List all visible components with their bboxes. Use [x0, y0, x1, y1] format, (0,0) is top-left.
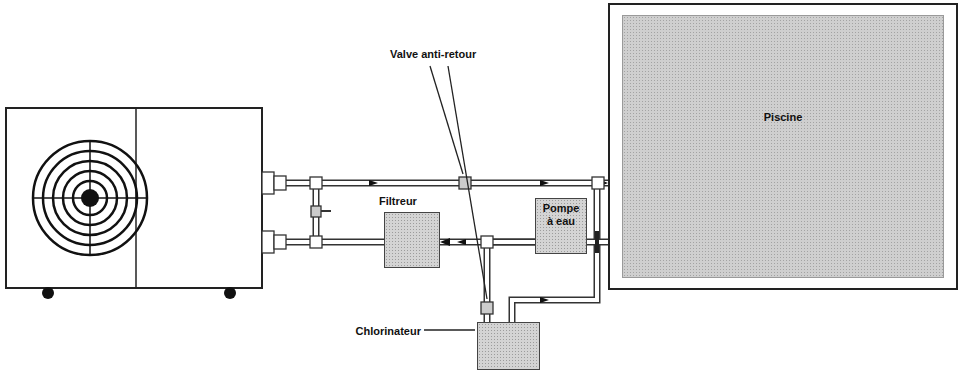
pump-box: Pompe à eau — [535, 198, 587, 254]
fan-grille — [33, 141, 147, 255]
pipe — [284, 239, 384, 246]
pipe-connector — [262, 172, 274, 194]
pipe-connector — [262, 231, 274, 253]
check-valve — [481, 302, 493, 314]
pipe-connector — [512, 183, 608, 322]
flow-arrow — [540, 297, 549, 303]
flow-arrowhead — [487, 242, 535, 322]
node-label: Chlorinateur — [356, 325, 421, 338]
flow-arrow — [369, 180, 378, 186]
tee-fitting — [310, 177, 322, 189]
leader-line — [424, 329, 475, 330]
leader-line — [430, 66, 463, 174]
fan-hub — [81, 189, 99, 207]
flow-arrow — [457, 239, 466, 245]
pipe — [284, 180, 598, 187]
node-label: Piscine — [610, 111, 956, 124]
pipe-connector — [274, 176, 286, 190]
part-label: Valve anti-retour — [390, 48, 476, 61]
connector-layer — [440, 183, 608, 322]
node-label: Pompe à eau — [540, 202, 582, 228]
heat-pump-housing — [6, 108, 262, 288]
tee-fitting — [481, 236, 493, 248]
pipe-connector — [274, 235, 286, 249]
flow-arrowhead — [512, 183, 608, 322]
tee-fitting — [310, 236, 322, 248]
bypass-valve — [311, 206, 321, 217]
pipe-bore — [284, 240, 384, 244]
tee-fitting — [592, 177, 604, 189]
chlorinator-box: Chlorinateur — [477, 322, 540, 370]
node-label: Filtreur — [379, 195, 417, 208]
flow-arrow — [540, 180, 549, 186]
heat-pump-foot — [224, 287, 236, 299]
valve-handle — [321, 210, 331, 212]
heat-pump-foot — [42, 287, 54, 299]
pipe-bore — [284, 181, 598, 185]
check-valve — [459, 177, 471, 189]
filter-box: Filtreur — [384, 212, 440, 268]
pool-water — [622, 15, 944, 278]
leader-line — [448, 66, 487, 299]
fan-ring — [33, 141, 147, 255]
pipe-valve — [595, 231, 599, 253]
pipe-bore — [512, 183, 608, 322]
heat-pump — [6, 108, 262, 299]
fittings — [262, 66, 604, 330]
pool-box: Piscine — [608, 3, 958, 290]
